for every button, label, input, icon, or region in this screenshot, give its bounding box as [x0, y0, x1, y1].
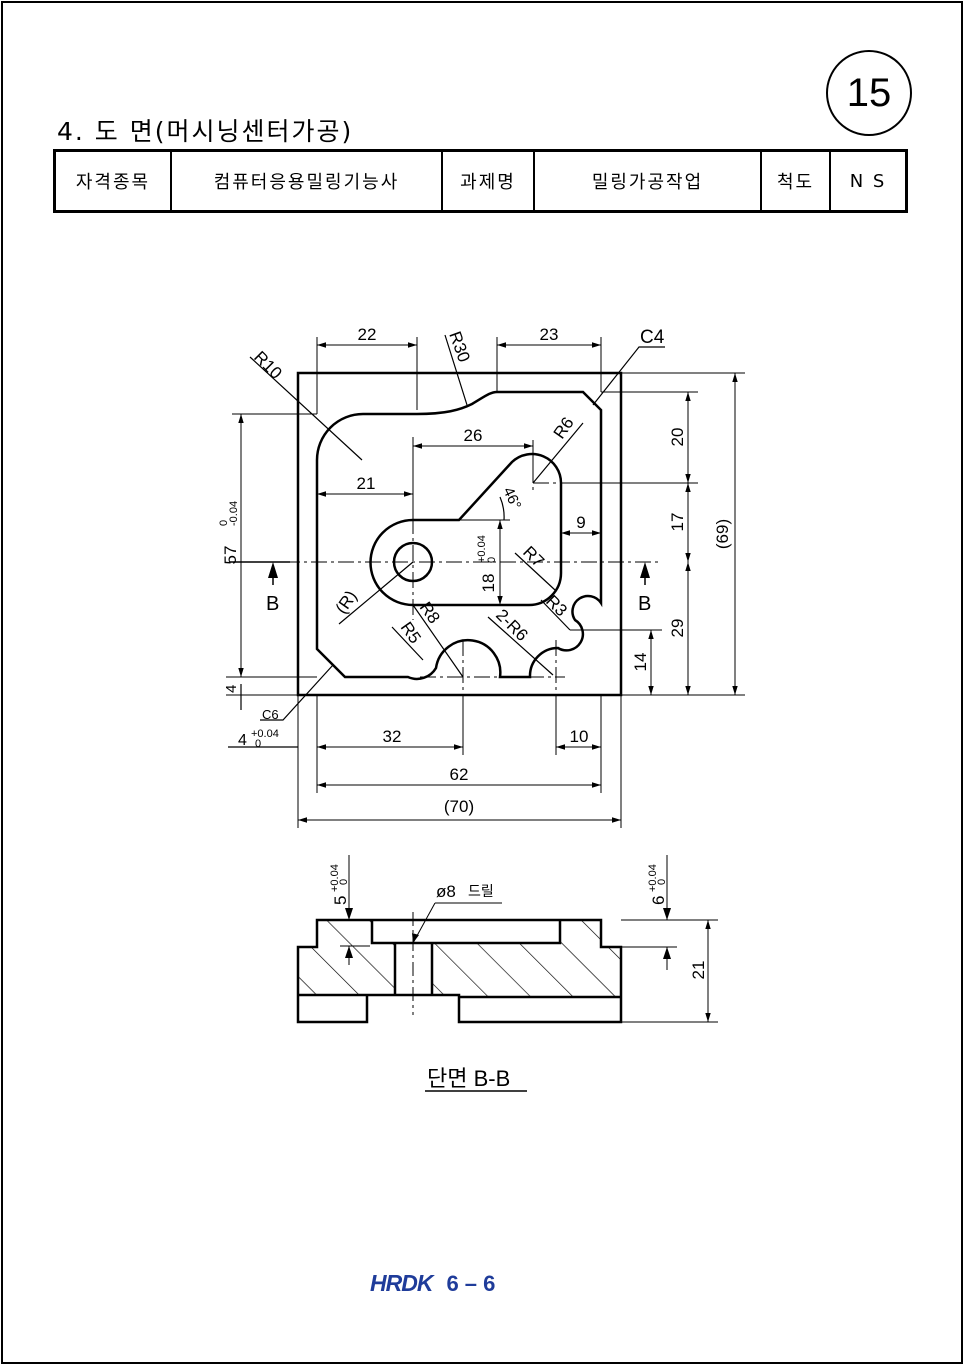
- dimension-label-d69: (69): [713, 519, 732, 549]
- dimension-label-d17: 17: [668, 513, 687, 532]
- dimension-label-d21s: 21: [689, 961, 708, 980]
- depth-6-tol-upper: +0.04: [647, 864, 659, 892]
- callout-r7: R7: [519, 542, 548, 571]
- section-outline: [296, 918, 623, 1024]
- section-mark-right: B: [638, 593, 651, 615]
- dimension-group: 22 23 26 21 9 32 10 62 (70) 57 20 17 29 (69) 14 18 21: [221, 325, 738, 1022]
- tol-18-lower: 0: [486, 557, 498, 563]
- callout-r3: R3: [542, 591, 571, 620]
- task-label: 과제명: [441, 149, 535, 213]
- callout-c6: C6: [262, 707, 279, 722]
- dimension-label-d22: 22: [358, 325, 377, 344]
- callout-r-ref: (R): [332, 587, 361, 617]
- extension-lines: [226, 337, 745, 1023]
- scale-label: 척도: [760, 149, 831, 213]
- tol-57-upper: 0: [218, 520, 230, 526]
- callout-c4: C4: [640, 327, 665, 348]
- depth-5-tol-upper: +0.04: [329, 864, 341, 892]
- dimension-label-d14: 14: [631, 653, 650, 672]
- sheet-number-badge: 15: [826, 50, 912, 136]
- dim-4-left: 4: [223, 685, 240, 693]
- hrdk-logo: HRDK: [370, 1270, 433, 1296]
- dimension-label-d26: 26: [464, 426, 483, 445]
- dimension-label-d70: (70): [444, 797, 474, 816]
- qualification-value: 컴퓨터응용밀링기능사: [170, 149, 443, 213]
- task-value: 밀링가공작업: [533, 149, 762, 213]
- dim-4-bottom: 4: [238, 732, 247, 749]
- callout-r8: R8: [416, 598, 444, 627]
- inner-pocket: [369, 452, 563, 607]
- dimension-label-d57: 57: [221, 546, 240, 565]
- dimension-label-d21: 21: [357, 474, 376, 493]
- drawing-heading: 4. 도 면(머시닝센터가공): [57, 117, 354, 146]
- section-mark-left: B: [266, 593, 279, 615]
- depth-5-label: 5: [331, 896, 350, 905]
- dimension-label-d32: 32: [383, 727, 402, 746]
- page-number: 6 – 6: [446, 1270, 496, 1296]
- depth-6-label: 6: [649, 896, 668, 905]
- depth-5-tol-lower: 0: [338, 879, 350, 885]
- footer: HRDK 6 – 6: [370, 1270, 495, 1297]
- section-arrowhead-left: [268, 562, 278, 578]
- dimension-label-d20: 20: [668, 428, 687, 447]
- section-arrowhead-right: [640, 562, 650, 578]
- drill-note: 드릴: [468, 883, 494, 899]
- tol-57-lower: -0.04: [228, 501, 240, 526]
- stock-outline: [296, 371, 623, 697]
- callout-r6: R6: [550, 414, 578, 443]
- callout-r30: R30: [445, 329, 474, 365]
- dimension-label-d9: 9: [576, 513, 585, 532]
- title-block-table: 자격종목 컴퓨터응용밀링기능사 과제명 밀링가공작업 척도 N S: [53, 149, 908, 213]
- leader-lines: [228, 334, 665, 748]
- dimension-label-d29: 29: [668, 619, 687, 638]
- scale-value: N S: [829, 149, 908, 213]
- dimension-label-d23: 23: [540, 325, 559, 344]
- qualification-label: 자격종목: [53, 149, 172, 213]
- dimension-label-d18: 18: [479, 574, 498, 593]
- callout-r5: R5: [397, 618, 425, 647]
- callout-r10: R10: [250, 347, 285, 382]
- section-hatch-right: [432, 920, 621, 997]
- section-caption: 단면 B-B: [427, 1066, 510, 1091]
- dimension-label-d10: 10: [570, 727, 589, 746]
- outer-profile: [315, 390, 603, 681]
- drill-diameter: ø8: [436, 882, 456, 901]
- tol-18-upper: +0.04: [476, 535, 488, 563]
- dimension-label-d62: 62: [450, 765, 469, 784]
- tol-4-lower: 0: [255, 738, 261, 750]
- tol-4-upper: +0.04: [251, 728, 279, 740]
- depth-6-tol-lower: 0: [656, 879, 668, 885]
